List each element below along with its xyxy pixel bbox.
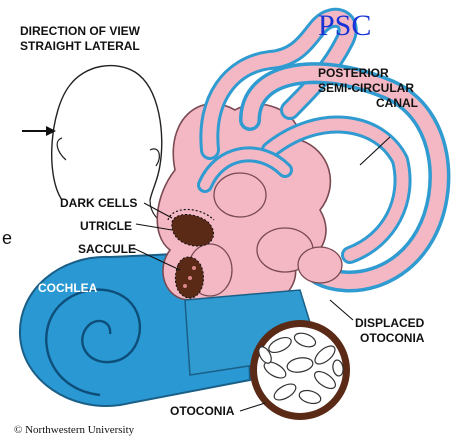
utricle-label: UTRICLE — [80, 219, 132, 233]
view-direction-arrow-icon — [22, 126, 56, 136]
otoconia-magnified — [250, 320, 350, 420]
displaced-line2: OTOCONIA — [360, 331, 425, 345]
psc-label: PSC — [318, 9, 371, 42]
cochlea-label: COCHLEA — [38, 281, 98, 295]
edge-letter: e — [2, 228, 12, 248]
displaced-line1: DISPLACED — [355, 316, 425, 330]
posterior-line3: CANAL — [376, 96, 418, 110]
saccule-label: SACCULE — [78, 242, 136, 256]
saccule-shape — [175, 257, 203, 298]
title-line1: DIRECTION OF VIEW — [20, 24, 141, 38]
posterior-line2: SEMI-CIRCULAR — [318, 81, 414, 95]
otoconia-label: OTOCONIA — [170, 404, 235, 418]
copyright-text: © Northwestern University — [14, 424, 135, 436]
posterior-line1: POSTERIOR — [318, 66, 389, 80]
title-line2: STRAIGHT LATERAL — [20, 39, 140, 53]
dark-cells-label: DARK CELLS — [60, 196, 137, 210]
